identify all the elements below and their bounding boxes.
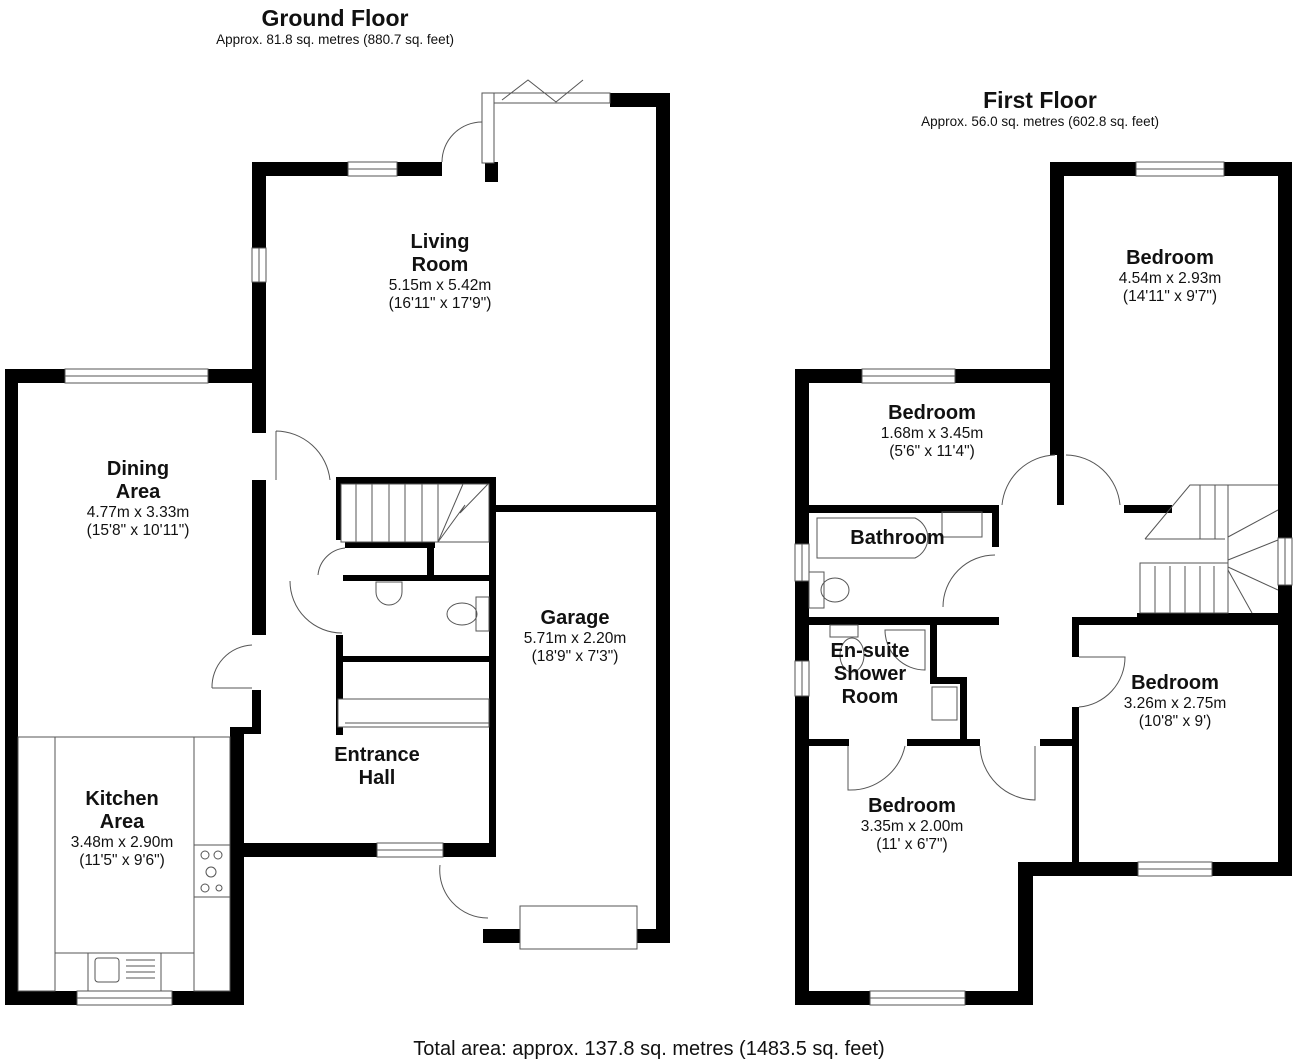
first-floor-walls (795, 162, 1292, 1005)
total-area: Total area: approx. 137.8 sq. metres (14… (413, 1038, 885, 1060)
ground-floor-doors (211, 121, 490, 919)
first-floor-doors (847, 454, 1126, 801)
room-entrance-hall: Entrance Hall (334, 744, 420, 789)
first-floor-windows (794, 161, 1293, 1006)
ground-floor-stairs (340, 483, 490, 543)
room-bedroom-2: Bedroom 1.68m x 3.45m (5'6" x 11'4") (880, 402, 984, 460)
ground-floor-area: Approx. 81.8 sq. metres (880.7 sq. feet) (216, 32, 454, 47)
ground-floor-fixtures (17, 581, 490, 992)
room-living-room: Living Room 5.15m x 5.42m (16'11" x 17'9… (388, 231, 492, 312)
first-floor-title: First Floor (983, 87, 1097, 113)
room-kitchen-area: Kitchen Area 3.48m x 2.90m (11'5" x 9'6"… (70, 788, 174, 869)
room-bedroom-1: Bedroom 4.54m x 2.93m (14'11" x 9'7") (1118, 247, 1222, 305)
ground-floor-windows (64, 79, 638, 1006)
room-bathroom: Bathroom (850, 527, 945, 549)
ground-floor-walls (5, 93, 670, 1005)
room-bedroom-3: Bedroom 3.26m x 2.75m (10'8" x 9') (1123, 672, 1227, 730)
room-bedroom-4: Bedroom 3.35m x 2.00m (11' x 6'7") (860, 795, 964, 853)
ground-floor-heading: Ground Floor Approx. 81.8 sq. metres (88… (180, 7, 490, 47)
room-en-suite-shower-room: En-suite Shower Room (830, 640, 910, 708)
first-floor-fixtures (808, 511, 983, 721)
first-floor-heading: First Floor Approx. 56.0 sq. metres (602… (880, 89, 1200, 129)
room-dining-area: Dining Area 4.77m x 3.33m (15'8" x 10'11… (86, 458, 190, 539)
ground-floor-title: Ground Floor (261, 5, 409, 31)
first-floor-area: Approx. 56.0 sq. metres (602.8 sq. feet) (921, 114, 1159, 129)
first-floor-stairs (1139, 484, 1279, 614)
room-garage: Garage 5.71m x 2.20m (18'9" x 7'3") (523, 607, 627, 665)
